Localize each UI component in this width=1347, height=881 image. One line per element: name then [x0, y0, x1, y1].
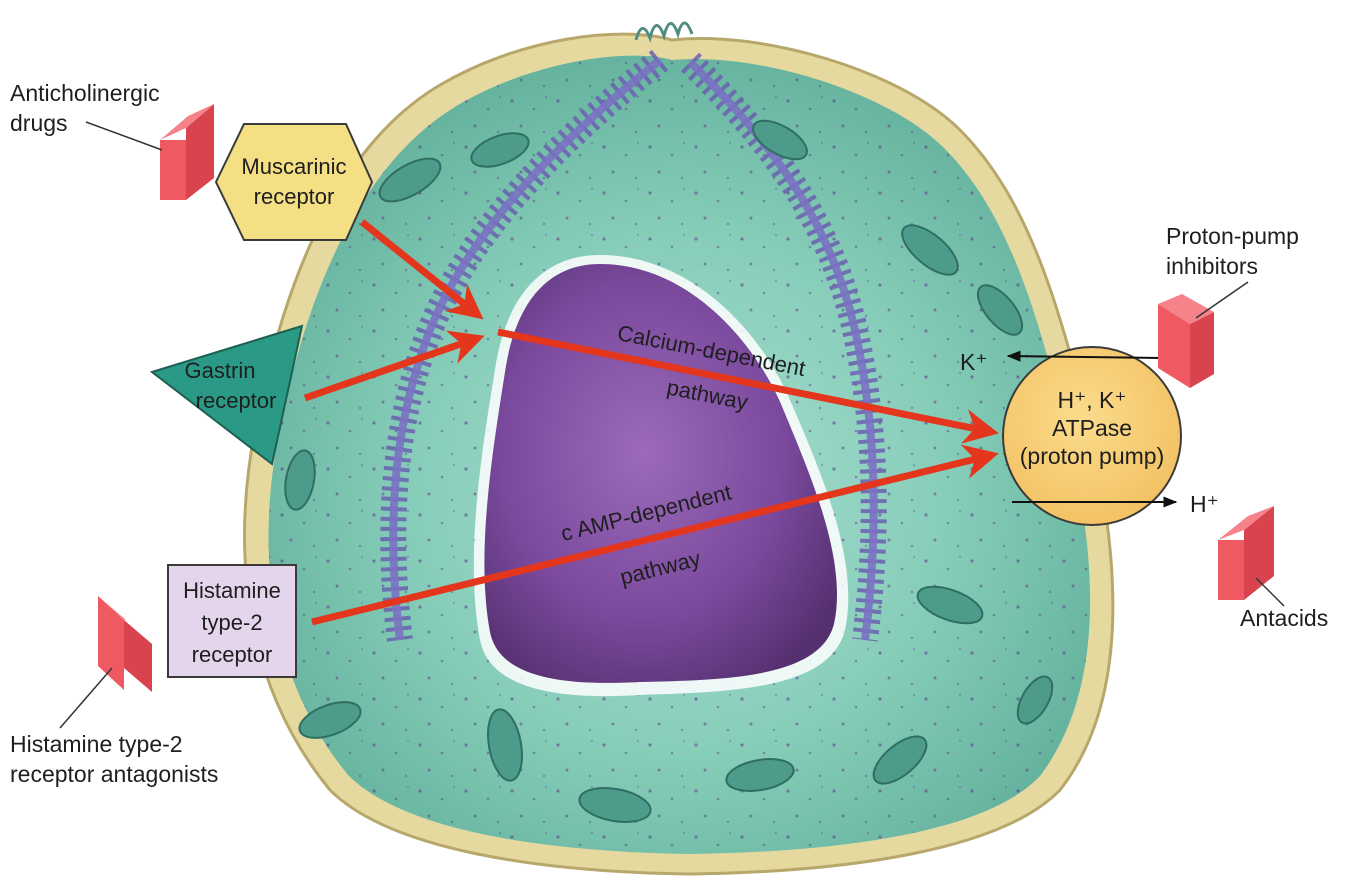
ppi-label-line1: Proton-pump — [1166, 223, 1299, 249]
histamine-receptor-label-line2: type-2 — [201, 610, 262, 635]
antacid-drug: Antacids — [1218, 506, 1328, 631]
drug-block-front — [1218, 540, 1244, 600]
proton-pump-label-line1: H⁺, K⁺ — [1057, 387, 1126, 413]
k-ion-label: K⁺ — [960, 349, 987, 375]
proton-pump-label-line3: (proton pump) — [1020, 443, 1164, 469]
muscarinic-receptor-shape — [216, 124, 372, 240]
histamine-receptor-label-line1: Histamine — [183, 578, 281, 603]
drug-block-side — [1190, 312, 1214, 388]
muscarinic-receptor-label-line2: receptor — [254, 184, 335, 209]
h2-antagonist-label-line1: Histamine type-2 — [10, 731, 183, 757]
muscarinic-receptor-label-line1: Muscarinic — [241, 154, 346, 179]
h2-antagonist-leader — [60, 668, 112, 728]
anticholinergic-leader — [86, 122, 162, 150]
gastrin-receptor-label-line1: Gastrin — [185, 358, 256, 383]
anticholinergic-label-line2: drugs — [10, 110, 68, 136]
histamine-receptor: Histamine type-2 receptor — [168, 565, 296, 677]
ppi-leader — [1196, 282, 1248, 318]
muscarinic-receptor: Muscarinic receptor — [216, 124, 372, 240]
h-ion-label: H⁺ — [1190, 491, 1219, 517]
antacid-label: Antacids — [1240, 605, 1328, 631]
gastrin-receptor-label-line2: receptor — [196, 388, 277, 413]
drug-block-side — [124, 620, 152, 692]
anticholinergic-label-line1: Anticholinergic — [10, 80, 160, 106]
antacid-leader — [1256, 578, 1284, 606]
ppi-label-line2: inhibitors — [1166, 253, 1258, 279]
drug-block-front — [98, 596, 124, 690]
anticholinergic-drug: Anticholinergic drugs — [10, 80, 214, 200]
h2-antagonist-label-line2: receptor antagonists — [10, 761, 218, 787]
drug-block-front — [160, 140, 186, 200]
proton-pump-inhibitor-drug: Proton-pump inhibitors — [1158, 223, 1299, 388]
histamine-receptor-label-line3: receptor — [192, 642, 273, 667]
proton-pump-label-line2: ATPase — [1052, 415, 1132, 441]
